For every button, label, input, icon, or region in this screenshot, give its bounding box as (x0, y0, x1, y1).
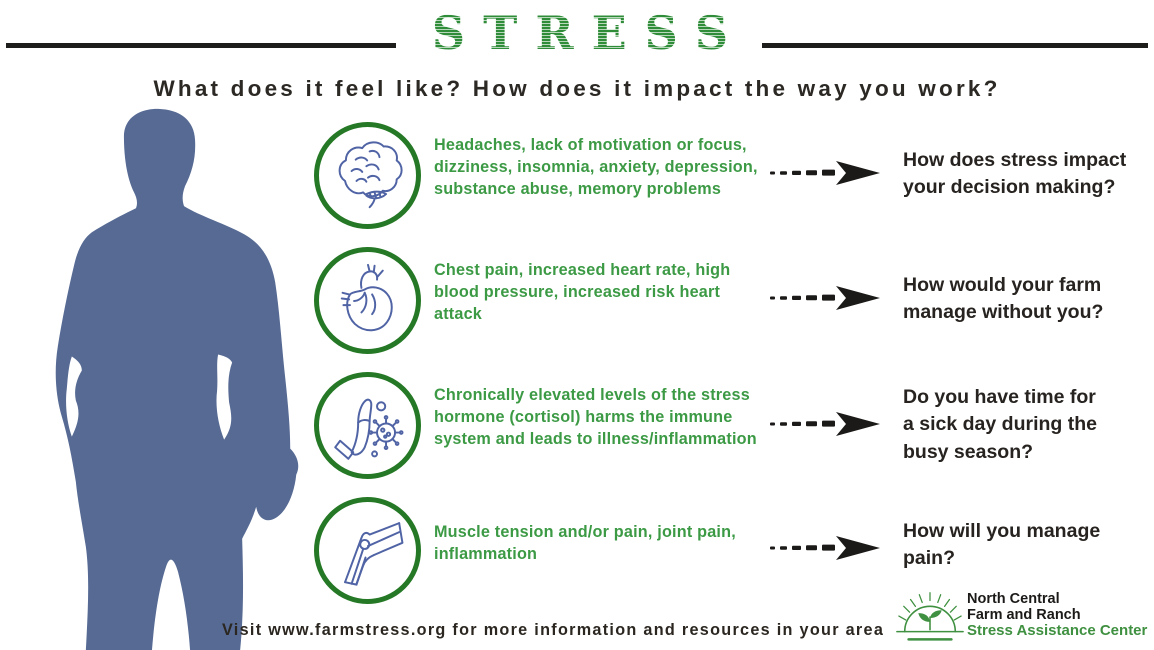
dashed-arrow-icon (770, 161, 880, 185)
sunrise-seedling-logo-icon (896, 592, 964, 641)
question-text-decision: How does stress impact your decision mak… (903, 149, 1127, 199)
page-title: STRESS (398, 6, 762, 60)
heart-icon (340, 263, 393, 331)
logo-wordmark: North Central Farm and Ranch Stress Assi… (967, 591, 1148, 639)
logo-line-2: Farm and Ranch (967, 606, 1081, 623)
dashed-arrow-icon (770, 286, 880, 310)
brain-icon-circle (314, 122, 421, 229)
page-subtitle: What does it feel like? How does it impa… (153, 76, 1001, 101)
title-rule-right (762, 43, 1148, 48)
heart-icon-circle (314, 247, 421, 354)
immune-defense-icon (333, 398, 404, 460)
person-silhouette-image (55, 108, 299, 650)
question-text-pain: How will you manage pain? (903, 520, 1101, 570)
symptom-text-heart: Chest pain, increased heart rate, high b… (434, 261, 731, 324)
logo-line-1: North Central (967, 591, 1060, 607)
question-text-farm: How would your farm manage without you? (903, 274, 1104, 324)
dashed-arrow-icon (770, 536, 880, 560)
footer-url-note: Visit www.farmstress.org for more inform… (222, 621, 885, 639)
dashed-arrow-icon (770, 412, 880, 436)
immune-icon-circle (314, 372, 421, 479)
title-rule-left (6, 43, 396, 48)
symptom-text-brain: Headaches, lack of motivation or focus, … (434, 136, 758, 199)
question-text-sick-day: Do you have time for a sick day during t… (903, 386, 1097, 463)
logo-line-3: Stress Assistance Center (967, 622, 1148, 639)
brain-icon (338, 140, 403, 208)
symptom-text-immune: Chronically elevated levels of the stres… (434, 386, 757, 449)
symptom-text-muscle: Muscle tension and/or pain, joint pain, … (434, 523, 736, 564)
knee-joint-icon (343, 521, 403, 586)
knee-icon-circle (314, 497, 421, 604)
